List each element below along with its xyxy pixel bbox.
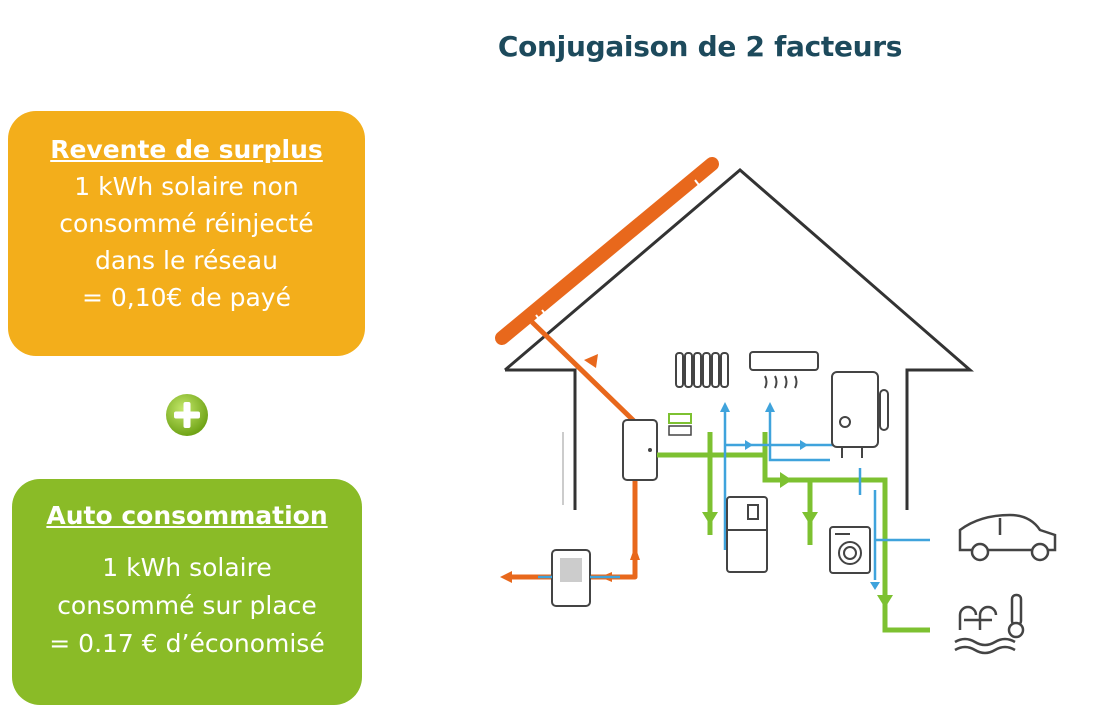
- meter-icon: [551, 549, 591, 607]
- water-heater-icon: [831, 371, 889, 458]
- electric-car-icon: [958, 513, 1057, 562]
- house-energy-diagram: [495, 157, 1057, 655]
- surplus-resale-heading: Revente de surplus: [50, 135, 323, 164]
- surplus-resale-line: = 0,10€ de payé: [82, 283, 291, 312]
- thermostat-icon: [1007, 593, 1025, 639]
- pool-heater-icon: [954, 605, 1016, 655]
- surplus-resale-line: 1 kWh solaire non: [74, 172, 299, 201]
- self-consumption-line: = 0.17 € d’économisé: [49, 629, 325, 658]
- house-outline: [504, 168, 975, 510]
- radiator-icon: [675, 352, 729, 388]
- inverter-icon: [622, 419, 658, 481]
- page-title: Conjugaison de 2 facteurs: [497, 30, 903, 63]
- blue-flow: [723, 405, 930, 580]
- surplus-resale-line: dans le réseau: [95, 246, 278, 275]
- fridge-icon: [726, 496, 768, 573]
- small-device-icon: [668, 413, 692, 436]
- washing-machine-icon: [829, 526, 871, 574]
- surplus-resale-line: consommé réinjecté: [59, 209, 314, 238]
- self-consumption-card: Auto consommation 1 kWh solaire consommé…: [12, 479, 362, 705]
- solar-flow: [505, 320, 638, 580]
- plus-circle-icon: [166, 394, 208, 436]
- self-consumption-line: consommé sur place: [57, 591, 317, 620]
- surplus-resale-card: Revente de surplus 1 kWh solaire non con…: [8, 111, 365, 356]
- green-flow: [657, 432, 930, 633]
- air-conditioner-icon: [749, 351, 819, 389]
- self-consumption-line: 1 kWh solaire: [102, 553, 272, 582]
- solar-panel-icon: [495, 157, 719, 345]
- self-consumption-heading: Auto consommation: [46, 501, 328, 530]
